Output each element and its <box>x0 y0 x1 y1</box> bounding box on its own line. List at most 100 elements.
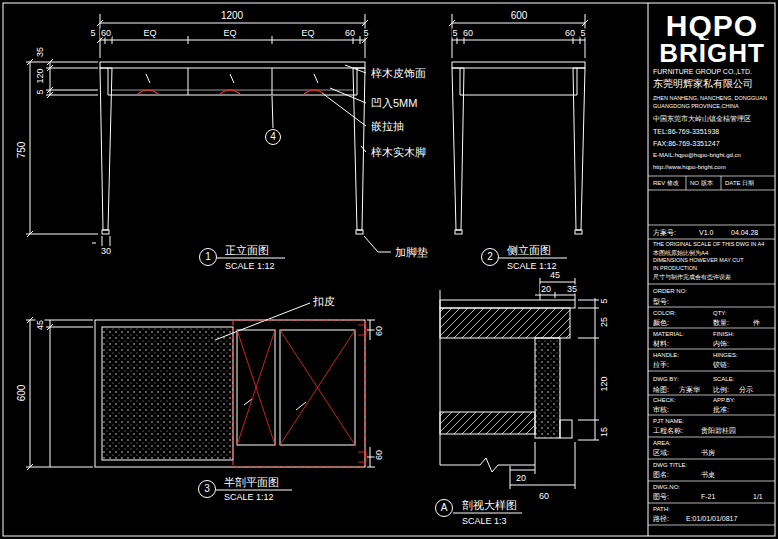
title-block-text: IN PRODUCTION <box>652 266 698 272</box>
title-block-text: E:01/01/01/0817 <box>685 515 738 522</box>
callout-number: 3 <box>204 484 210 494</box>
title-block-text: 路径: <box>652 515 670 522</box>
dimension-label: 750 <box>17 141 27 160</box>
dimension-label: 正立面图 <box>224 245 270 256</box>
dimension-label: SCALE 1:12 <box>506 262 558 271</box>
title-block-text: 书桌 <box>700 471 716 478</box>
dimension-label: 60 <box>344 29 356 38</box>
title-block-text: FAX:86-769-3351247 <box>652 140 721 147</box>
title-block-text: APP.BY: <box>712 397 736 403</box>
title-block-text: MATERIAL: <box>652 331 685 337</box>
dimension-label: 5 <box>36 88 45 95</box>
title-block-text: 图名: <box>652 471 670 478</box>
callout-number: 1 <box>205 252 211 262</box>
title-block-text: http://www.hqpo-bright.com <box>652 164 727 170</box>
title-block-text: REV 修改 <box>652 180 680 186</box>
dimension-label: 5 <box>600 297 609 304</box>
title-block-text: DIMENSIONS HOWEVER MAY CUT <box>652 258 745 264</box>
dimension-label: 5 <box>362 29 369 38</box>
dimension-label: 60 <box>100 29 112 38</box>
title-block-text: SCALE: <box>712 376 735 382</box>
dimension-label: 5 <box>579 29 586 38</box>
title-block-text: HINGES: <box>712 352 739 358</box>
callout-circle: 4 <box>265 129 281 145</box>
title-block-text: F-21 <box>700 493 716 500</box>
dimension-label: 剖视大样图 <box>461 500 518 511</box>
callout-circle: 1 <box>199 248 217 266</box>
title-block-text: GUANGDONG PROVINCE,CHINA <box>652 104 740 110</box>
title-block-text: 1/1 <box>752 493 764 500</box>
dimension-label: EQ <box>222 29 237 38</box>
callout-circle: 3 <box>198 480 216 498</box>
dimension-label: 扣皮 <box>312 296 336 307</box>
title-block-text: 书房 <box>700 449 716 456</box>
dimension-label: 梓木皮饰面 <box>370 68 427 79</box>
dimension-label: 600 <box>510 11 529 21</box>
title-block-text: THE ORIGINAL SCALE OF THIS DWG IN A4 <box>652 242 765 248</box>
dimension-label: 嵌拉抽 <box>370 121 405 132</box>
dimension-label: 60 <box>462 29 474 38</box>
title-block-text: NO 版本 <box>689 180 714 186</box>
title-block-text: 铰链: <box>712 361 730 368</box>
dimension-label: 120 <box>600 375 609 392</box>
callout-number: A <box>441 503 448 513</box>
title-block-text: DWG.NO: <box>652 484 681 490</box>
dimension-label: 45 <box>549 271 561 280</box>
title-block-text: 颜色: <box>652 319 670 326</box>
dimension-label: 梓木实木脚 <box>370 147 427 158</box>
title-block-text: 绘图: <box>652 386 670 393</box>
dimension-label: 60 <box>375 325 384 337</box>
title-block-text: TEL:86-769-3351938 <box>652 128 720 135</box>
title-block-text: QTY: <box>712 310 728 316</box>
dimension-label: SCALE 1:12 <box>223 493 275 502</box>
dimension-label: 20 <box>515 474 527 483</box>
dimension-label: 加脚垫 <box>394 247 429 258</box>
dimension-label: 20 <box>540 285 552 294</box>
dimension-label: 600 <box>17 384 27 403</box>
title-block-text: PATH: <box>652 506 671 512</box>
title-block-text: E-MAIL:hqpo@hqpo-bright.gd.cn <box>652 152 742 158</box>
title-block-text: PJT NAME: <box>652 418 685 424</box>
title-block-text: DWG BY: <box>652 376 680 382</box>
title-block-text: 审核: <box>652 406 670 413</box>
title-block-text: 拉手: <box>652 361 670 368</box>
title-block-text: 贵阳碧桂园 <box>700 427 737 434</box>
title-block-text: COLOR: <box>652 310 677 316</box>
title-block-text: 尺寸与制作完成会有些许误差 <box>652 274 732 280</box>
title-block-text: 本图纸原始比例为A4 <box>652 250 709 256</box>
title-block-text: ZHEN NANHENG, NANCHENG, DONGGUAN <box>652 96 768 102</box>
title-block-text: 批准: <box>712 406 730 413</box>
dimension-label: 半剖平面图 <box>223 477 280 488</box>
dimension-label: 60 <box>538 492 550 501</box>
title-block-text: 内饰: <box>712 340 730 347</box>
title-block-text: 区域: <box>652 449 670 456</box>
dimension-label: 5 <box>451 29 458 38</box>
title-block-text: FINISH: <box>712 331 735 337</box>
title-block-text: 件 <box>752 319 761 326</box>
title-block-text: 数量: <box>712 319 730 326</box>
title-block-text: 东莞明辉家私有限公司 <box>652 79 754 89</box>
dimension-label: 45 <box>36 319 45 331</box>
title-block-text: DATE 日期 <box>724 180 755 186</box>
dimension-label: 30 <box>100 247 112 256</box>
callout-number: 2 <box>487 252 493 262</box>
title-block-text: FURNITURE GROUP CO.,LTD. <box>652 68 753 75</box>
callout-number: 4 <box>270 132 276 142</box>
dimension-label: SCALE 1:12 <box>224 262 276 271</box>
dimension-label: 60 <box>375 449 384 461</box>
title-block-text: 中国东莞市大岭山镇金桔管理区 <box>652 116 752 123</box>
title-block-text: HQPO <box>665 11 759 41</box>
title-block-text: 材料: <box>652 340 670 347</box>
dimension-label: 侧立面图 <box>506 245 552 256</box>
title-block-text: BRIGHT <box>658 40 766 66</box>
title-block-text: 方案号: <box>652 229 677 236</box>
title-block-text: 比例: <box>712 386 730 393</box>
dimension-label: 35 <box>36 46 45 58</box>
title-block-text: DWG TITLE: <box>652 462 688 468</box>
title-block-text: CHECK: <box>652 397 677 403</box>
callout-circle: A <box>435 499 453 517</box>
title-block-text: 型号: <box>652 298 670 305</box>
dimension-label: 120 <box>36 67 45 84</box>
dimension-label: 15 <box>600 426 609 438</box>
